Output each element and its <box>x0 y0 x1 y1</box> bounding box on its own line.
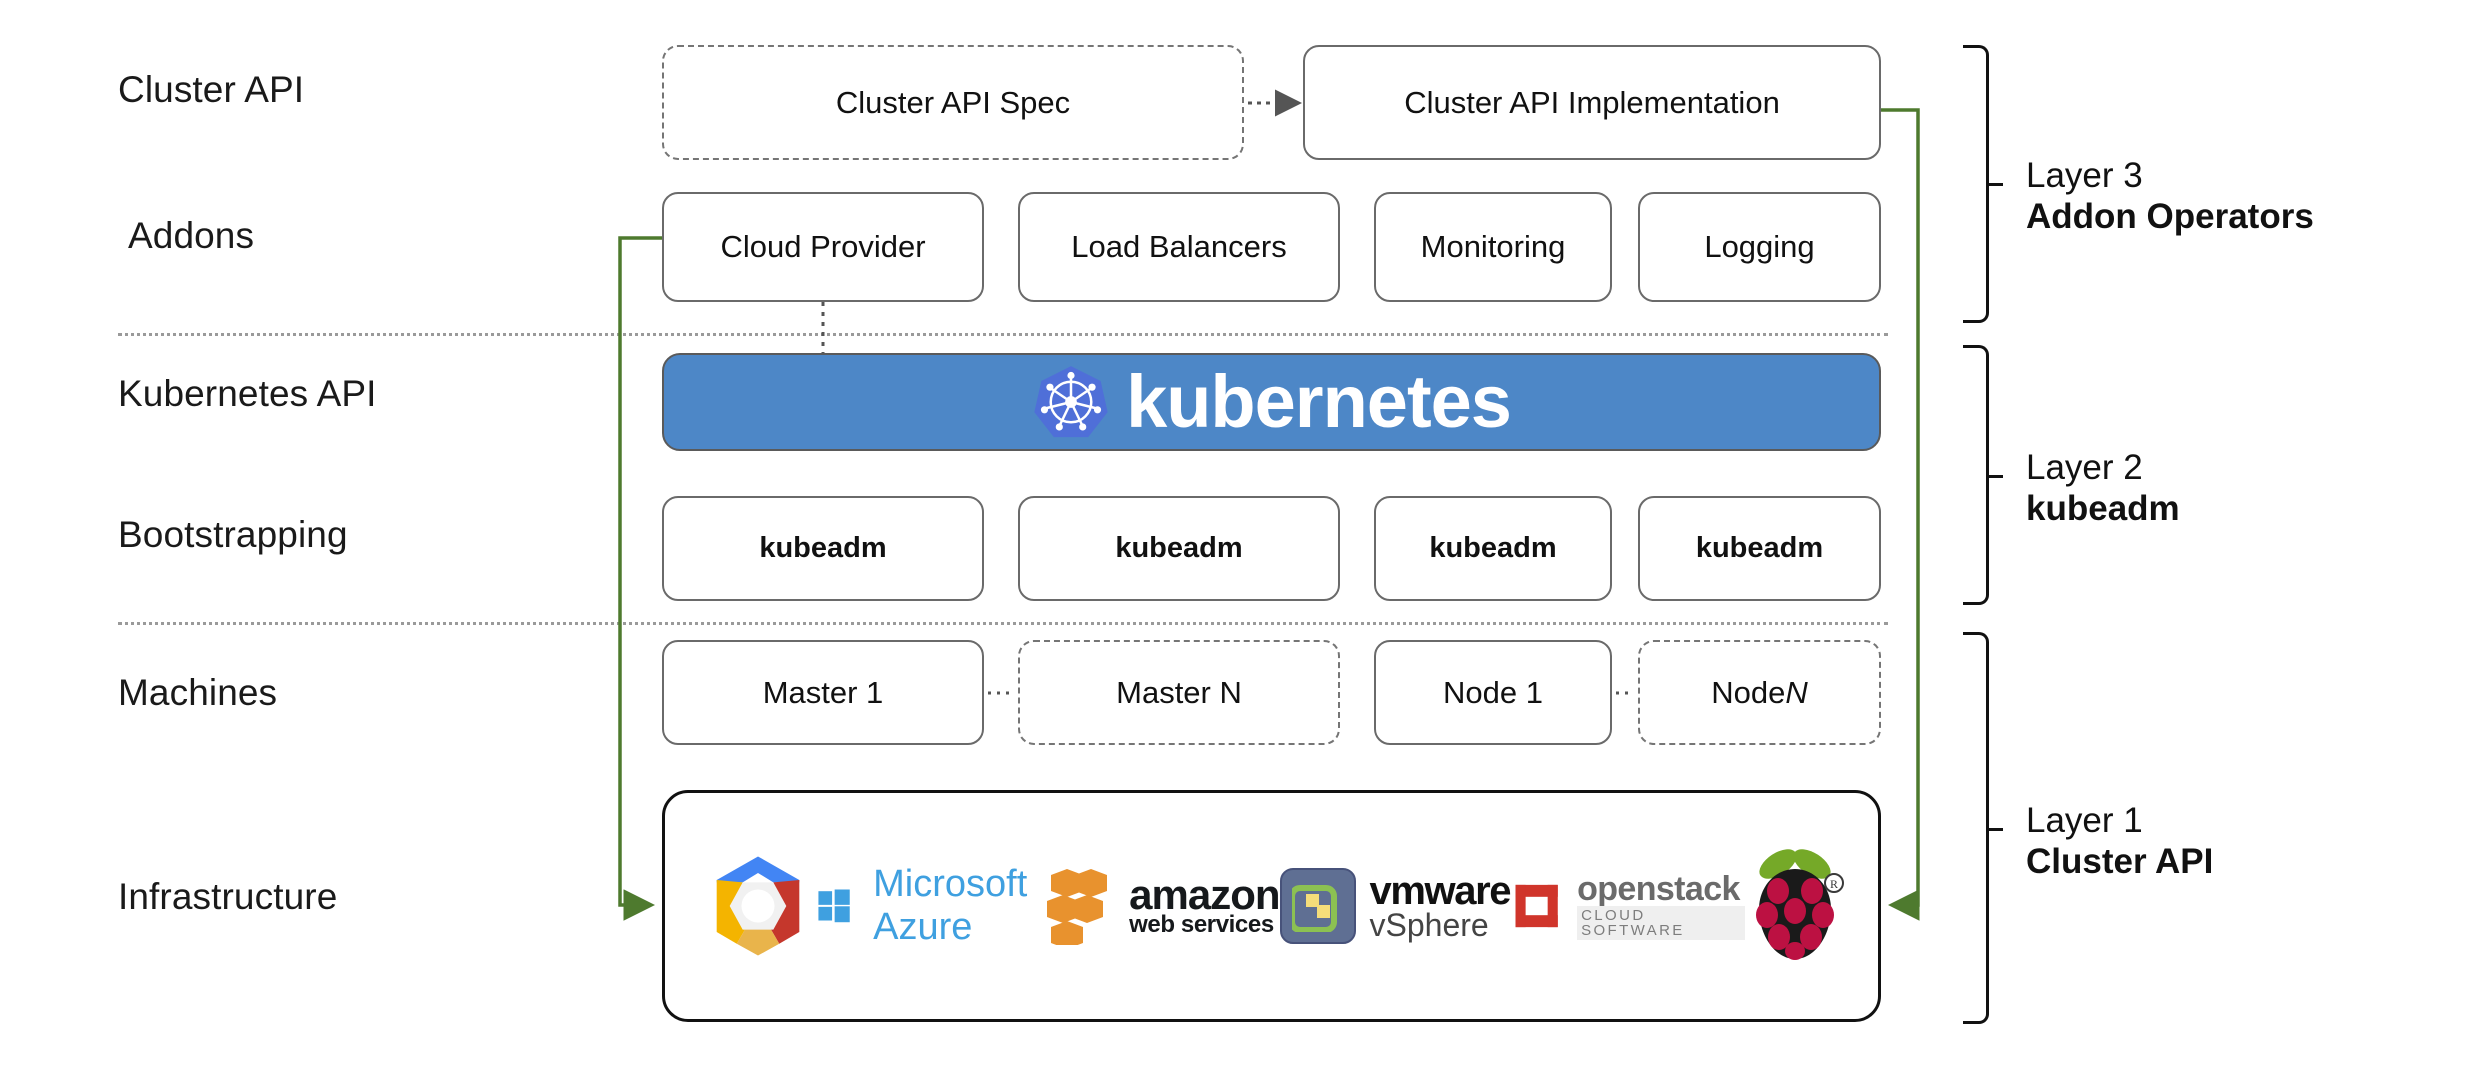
addon-box-monitoring[interactable]: Monitoring <box>1374 192 1612 302</box>
machine-label-node-1: Node 1 <box>1443 674 1543 710</box>
bracket-layer-1 <box>1963 632 1989 1024</box>
connector-green-right-infrastructure <box>1881 108 1920 921</box>
row-label-kubernetes-api: Kubernetes API <box>118 373 377 414</box>
row-label-infrastructure: Infrastructure <box>118 876 338 917</box>
amazon-web-services-logo: amazon web services <box>1045 867 1281 945</box>
addon-label-logging: Logging <box>1704 229 1815 264</box>
kubeadm-box-2[interactable]: kubeadm <box>1018 496 1340 601</box>
machine-box-node-n[interactable]: Node N <box>1638 640 1881 745</box>
kubeadm-box-1[interactable]: kubeadm <box>662 496 984 601</box>
kubeadm-label-3: kubeadm <box>1429 532 1557 564</box>
openstack-label: openstack <box>1577 870 1740 908</box>
row-label-machines: Machines <box>118 672 278 713</box>
google-cloud-platform-logo <box>699 847 817 965</box>
machine-label-node-n: Node <box>1711 674 1786 710</box>
kubeadm-label-1: kubeadm <box>759 532 887 564</box>
bracket-nub-layer-2 <box>1989 475 2003 478</box>
raspberry-pi-logo: R <box>1745 847 1845 965</box>
layer-label-2: Layer 2 kubeadm <box>2026 447 2180 530</box>
kubernetes-helm-wheel-icon <box>1032 363 1110 441</box>
layer-3-name: Addon Operators <box>2026 197 2314 237</box>
connector-green-left-infrastructure <box>618 236 662 921</box>
machine-label-master-1: Master 1 <box>762 674 884 710</box>
layer-2-number: Layer 2 <box>2026 448 2143 487</box>
addon-label-cloud-provider: Cloud Provider <box>720 229 926 264</box>
machine-box-master-1[interactable]: Master 1 <box>662 640 984 745</box>
microsoft-azure-label: Microsoft Azure <box>873 863 1028 948</box>
addon-label-monitoring: Monitoring <box>1420 229 1566 264</box>
layer-1-name: Cluster API <box>2026 842 2214 882</box>
layer-1-number: Layer 1 <box>2026 801 2143 840</box>
openstack-sublabel: CLOUD SOFTWARE <box>1577 906 1745 940</box>
layer-label-1: Layer 1 Cluster API <box>2026 800 2213 883</box>
infrastructure-box[interactable]: Microsoft Azure amazon web services <box>662 790 1881 1022</box>
bracket-layer-2 <box>1963 345 1989 605</box>
aws-sublabel: web services <box>1129 911 1274 939</box>
bracket-nub-layer-1 <box>1989 828 2003 831</box>
machine-box-master-n[interactable]: Master N <box>1018 640 1340 745</box>
vmware-label: vmware <box>1369 868 1512 913</box>
cluster-api-spec-label: Cluster API Spec <box>835 84 1071 120</box>
bracket-layer-3 <box>1963 45 1989 323</box>
aws-label: amazon <box>1129 870 1280 918</box>
cluster-api-spec-box[interactable]: Cluster API Spec <box>662 45 1244 160</box>
layer-3-number: Layer 3 <box>2026 156 2143 195</box>
row-label-cluster-api: Cluster API <box>118 69 305 110</box>
vsphere-sublabel: vSphere <box>1369 906 1489 943</box>
row-label-addons: Addons <box>128 215 255 256</box>
addon-box-load-balancers[interactable]: Load Balancers <box>1018 192 1340 302</box>
addon-box-cloud-provider[interactable]: Cloud Provider <box>662 192 984 302</box>
row-label-bootstrapping: Bootstrapping <box>118 514 348 555</box>
machine-label-master-n: Master N <box>1116 674 1242 710</box>
divider-layer3-layer2 <box>118 333 1888 336</box>
kubeadm-label-2: kubeadm <box>1115 532 1243 564</box>
vmware-vsphere-logo: vmware vSphere <box>1279 868 1512 944</box>
addon-label-load-balancers: Load Balancers <box>1071 229 1287 264</box>
kubernetes-wordmark: kubernetes <box>1126 360 1512 443</box>
svg-text:R: R <box>1830 877 1838 891</box>
layer-2-name: kubeadm <box>2026 489 2180 529</box>
layer-label-3: Layer 3 Addon Operators <box>2026 155 2314 238</box>
divider-layer2-layer1 <box>118 622 1888 625</box>
bracket-nub-layer-3 <box>1989 183 2003 186</box>
kubeadm-box-3[interactable]: kubeadm <box>1374 496 1612 601</box>
microsoft-azure-logo: Microsoft Azure <box>817 863 1045 949</box>
kubernetes-band: kubernetes <box>662 353 1881 451</box>
kubeadm-label-4: kubeadm <box>1695 532 1824 564</box>
cluster-api-implementation-box[interactable]: Cluster API Implementation <box>1303 45 1881 160</box>
addon-box-logging[interactable]: Logging <box>1638 192 1881 302</box>
openstack-logo: openstack CLOUD SOFTWARE <box>1510 872 1745 940</box>
cluster-api-implementation-label: Cluster API Implementation <box>1404 84 1780 120</box>
machine-box-node-1[interactable]: Node 1 <box>1374 640 1612 745</box>
machine-label-node-n-italic: N <box>1785 674 1808 710</box>
kubeadm-box-4[interactable]: kubeadm <box>1638 496 1881 601</box>
